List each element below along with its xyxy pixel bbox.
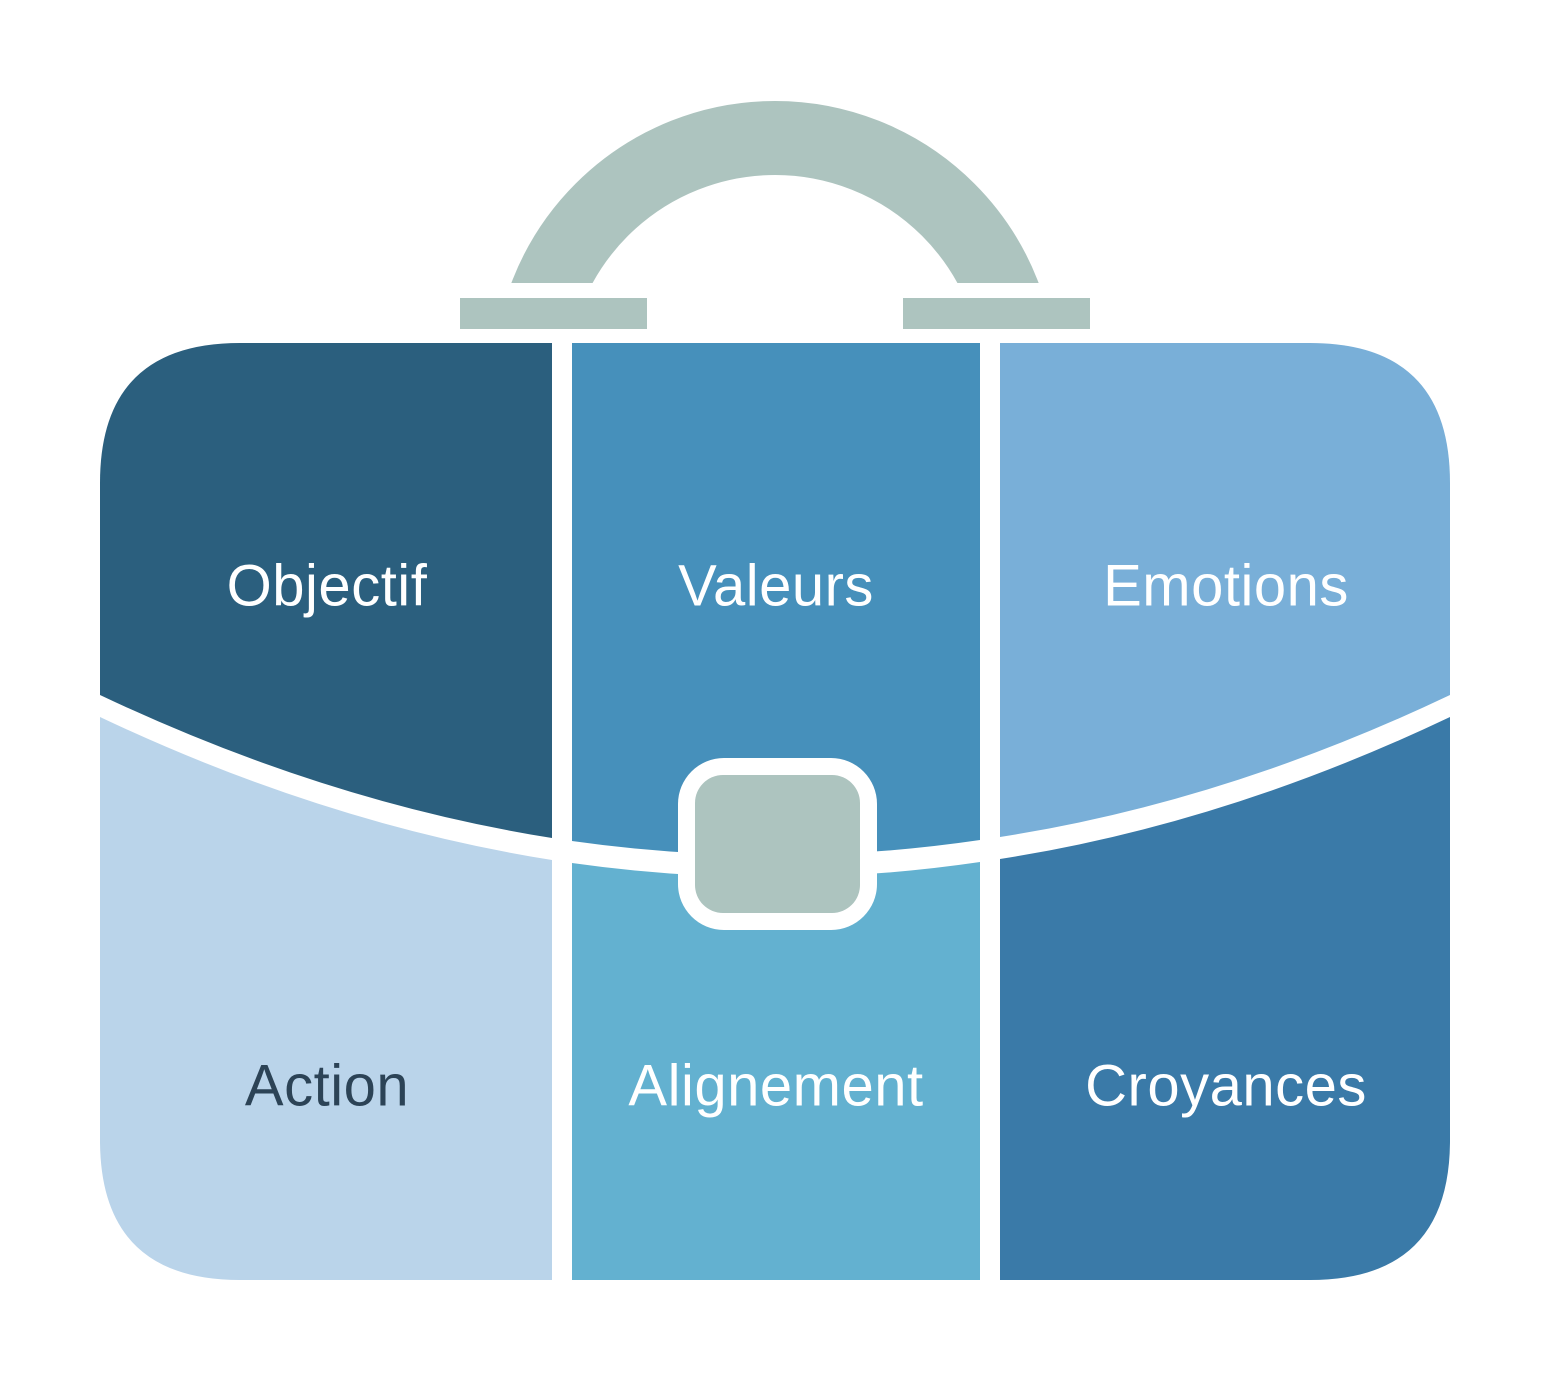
section-action-label: Action bbox=[244, 1053, 410, 1119]
section-emotions-shape bbox=[1000, 343, 1450, 837]
section-alignement-shape bbox=[572, 862, 980, 1280]
section-alignement-label: Alignement bbox=[628, 1053, 924, 1119]
clasp-icon bbox=[695, 775, 860, 913]
section-valeurs-shape bbox=[572, 343, 980, 856]
section-objectif-shape bbox=[100, 343, 552, 838]
section-action-shape bbox=[100, 717, 552, 1280]
section-emotions-label: Emotions bbox=[1103, 553, 1349, 619]
handle-arc bbox=[511, 101, 1039, 283]
handle-bar-right bbox=[903, 298, 1090, 329]
section-croyances-label: Croyances bbox=[1085, 1053, 1367, 1119]
section-croyances-shape bbox=[1000, 717, 1450, 1280]
section-valeurs-label: Valeurs bbox=[678, 553, 874, 619]
section-objectif-label: Objectif bbox=[226, 553, 428, 619]
handle-bar-left bbox=[460, 298, 647, 329]
